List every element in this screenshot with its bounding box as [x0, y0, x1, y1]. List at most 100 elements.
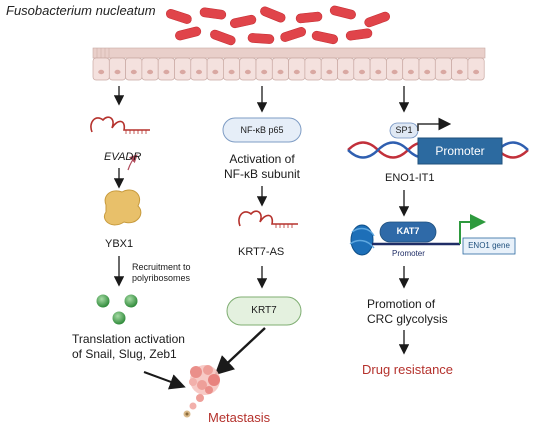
epithelial-cell [206, 57, 224, 81]
gene-activation-arrow [459, 214, 486, 244]
cell-nucleus [130, 69, 137, 75]
epithelial-cell [108, 57, 126, 81]
cell-nucleus [277, 69, 284, 75]
epithelial-cell [337, 57, 355, 81]
cell-nucleus [456, 69, 463, 75]
up-arrow-icon [127, 154, 138, 171]
left-pathway-graphics [90, 86, 186, 390]
epithelial-cell [174, 57, 192, 81]
epithelial-cell [304, 57, 322, 81]
bacterium [175, 26, 202, 41]
cell-nucleus [310, 69, 317, 75]
activation-label-line1: Activation of [229, 152, 295, 166]
nfkb-box-label: NF-κB p65 [240, 125, 284, 135]
epithelial-cell [288, 57, 306, 81]
epithelial-cell [255, 57, 273, 81]
cell-nucleus [179, 69, 186, 75]
cell-nucleus [196, 69, 202, 75]
tumor-cluster [183, 365, 220, 418]
bacterium [329, 5, 356, 20]
epithelial-cell [92, 57, 110, 81]
cell-nucleus [375, 69, 382, 75]
kat7-box [379, 221, 437, 243]
ybx1-label: YBX1 [105, 238, 134, 250]
epithelial-cell [239, 57, 257, 81]
middle-pathway-graphics [214, 86, 302, 376]
epithelial-cell [402, 57, 420, 81]
epithelial-cell [353, 57, 371, 81]
epithelial-cell [157, 57, 175, 81]
evadr-rna-structure [90, 116, 150, 133]
bacterium [260, 6, 286, 23]
epithelium-layer [92, 47, 486, 81]
cell-nucleus [391, 69, 398, 75]
bacterium [295, 11, 323, 24]
epithelial-cell [320, 57, 338, 81]
eno1-gene-label: ENO1 gene [468, 241, 510, 250]
krt7-box-label: KRT7 [251, 305, 277, 316]
bacterium [311, 30, 339, 45]
promoter-box-label: Promoter [435, 144, 485, 158]
sp1-label: SP1 [395, 125, 413, 135]
cell-nucleus [293, 69, 300, 75]
bacterium [247, 33, 275, 44]
bacterium [345, 28, 373, 41]
ybx1-protein [104, 189, 142, 226]
bacteria-cluster [165, 5, 390, 46]
cell-nucleus [114, 69, 121, 75]
promoter-small-label: Promoter [392, 249, 425, 258]
activation-label-line2: NF-κB subunit [223, 167, 301, 181]
diagram-title: Fusobacterium nucleatum [6, 3, 156, 18]
cell-nucleus [407, 69, 414, 75]
cell-nucleus [147, 69, 154, 75]
promoter-box [417, 137, 503, 165]
ribosome [96, 294, 110, 308]
nfkb-box [222, 117, 302, 143]
glycolysis-label-line2: CRC glycolysis [367, 312, 448, 326]
epithelial-cell [141, 57, 159, 81]
eno1-it1-label: ENO1-IT1 [385, 172, 435, 184]
bacterium [165, 9, 192, 24]
bacterium [199, 7, 227, 20]
drug-resistance-label: Drug resistance [362, 362, 454, 377]
bacterium [210, 29, 236, 46]
cell-nucleus [326, 69, 333, 75]
transcription-start-arrow [417, 117, 452, 131]
cell-nucleus [163, 69, 170, 75]
epithelial-cell [451, 57, 469, 81]
bacterium [229, 14, 257, 29]
right-pathway-graphics [347, 86, 529, 355]
epithelial-cell [386, 57, 404, 81]
epithelial-cell [467, 57, 485, 81]
cell-nucleus [473, 69, 480, 75]
epithelial-cell [418, 57, 436, 81]
krt7-box [226, 296, 302, 326]
bacterium [364, 11, 390, 28]
glycolysis-label-line1: Promotion of [367, 297, 436, 311]
epithelial-cell [223, 57, 241, 81]
cell-nucleus [440, 69, 447, 75]
eno1-gene-box [462, 237, 516, 255]
ribosome [112, 311, 126, 325]
evadr-label: EVADR [104, 151, 142, 163]
cell-nucleus [424, 69, 431, 75]
epithelial-cell [190, 57, 208, 81]
ribosome [124, 294, 138, 308]
cell-nucleus [228, 69, 235, 75]
recruitment-label-line2: polyribosomes [132, 273, 191, 283]
bacterium [280, 27, 307, 42]
cell-nucleus [98, 69, 105, 75]
kat7-label: KAT7 [396, 226, 420, 236]
krt7as-label: KRT7-AS [238, 246, 285, 258]
cell-nucleus [212, 69, 219, 75]
metastasis-label: Metastasis [208, 410, 271, 425]
translation-label-line2: of Snail, Slug, Zeb1 [72, 347, 177, 361]
epithelial-cell [271, 57, 289, 81]
epithelial-cell [434, 57, 452, 81]
cell-nucleus [342, 69, 349, 75]
epithelial-cell [125, 57, 143, 81]
cell-nucleus [359, 69, 365, 75]
cell-nucleus [244, 69, 251, 75]
